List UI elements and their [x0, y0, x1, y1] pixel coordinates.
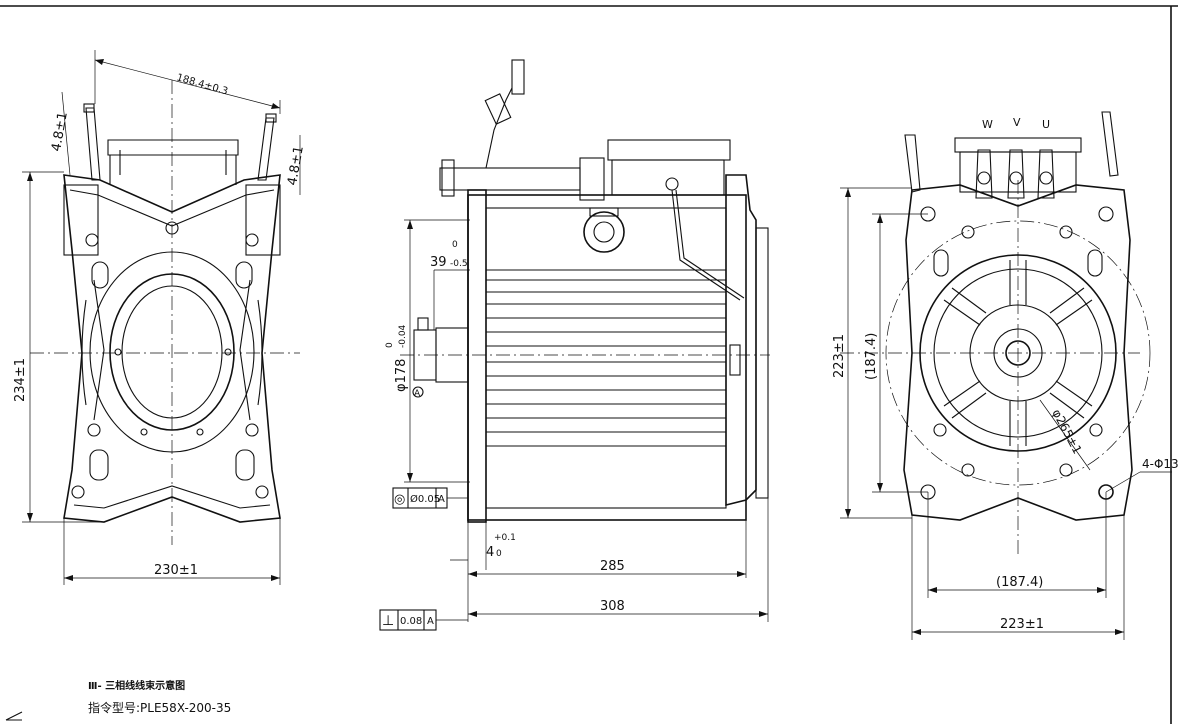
side-dim-body-len: 285	[600, 559, 625, 574]
front-dim-terminal-right: 4.8±1	[285, 145, 307, 187]
drawing-frame	[0, 5, 1178, 724]
rear-phase-u: U	[1042, 118, 1050, 131]
perpendicularity-datum: A	[427, 616, 434, 627]
concentricity-value: Ø0.05	[410, 493, 440, 505]
rear-phase-v: V	[1013, 116, 1021, 129]
rear-dim-holes: 4-Φ13	[1142, 457, 1178, 471]
side-dim-spigot-tol-lower: 0	[496, 549, 502, 559]
cooling-fins	[486, 269, 726, 447]
side-dim-spigot: 4	[486, 545, 494, 560]
side-dim-spigot-tol-upper: +0.1	[494, 533, 516, 543]
front-dim-terminal-left: 4.8±1	[49, 111, 71, 153]
perpendicularity-symbol: ⊥	[382, 613, 394, 629]
side-datum-a: A	[414, 389, 421, 399]
front-view	[22, 50, 301, 585]
concentricity-datum: A	[438, 494, 445, 505]
perpendicularity-value: 0.08	[400, 616, 422, 627]
side-dim-shaft-dia: φ178	[394, 359, 409, 392]
side-dim-shaft-tol-lower: -0.04	[398, 324, 408, 348]
rear-view	[840, 111, 1172, 640]
front-dim-height: 234±1	[13, 358, 28, 402]
side-dim-shoulder: 39	[430, 255, 447, 270]
side-dim-shaft-tol-upper: 0	[385, 342, 395, 348]
rear-dim-width: 223±1	[1000, 617, 1044, 632]
front-dim-terminal-span: 188.4±0.3	[175, 72, 229, 97]
side-dim-total-len: 308	[600, 599, 625, 614]
rear-phase-w: W	[982, 118, 993, 131]
legend-model: 指令型号:PLE58X-200-35	[88, 701, 232, 715]
legend-title: Ⅲ- 三相线线束示意图	[88, 681, 186, 692]
rear-dim-hole-vertical: (187.4)	[864, 333, 879, 380]
rear-dim-hole-horizontal: (187.4)	[996, 575, 1043, 590]
front-dim-width: 230±1	[154, 563, 198, 578]
concentricity-symbol: ◎	[394, 492, 405, 507]
rear-dim-height: 223±1	[832, 334, 847, 378]
side-dim-shoulder-tol-lower: -0.5	[450, 259, 468, 269]
side-dim-shoulder-tol-upper: 0	[452, 240, 458, 250]
side-view	[379, 59, 770, 631]
